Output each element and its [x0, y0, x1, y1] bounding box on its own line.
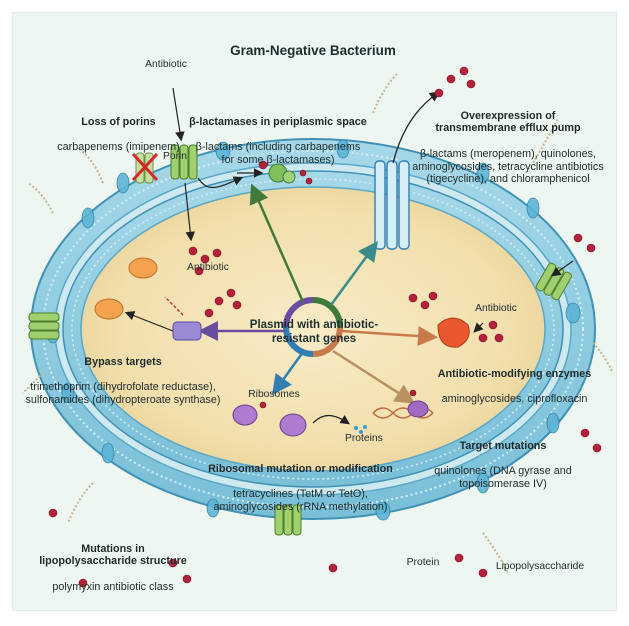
target-desc: quinolones (DNA gyrase and topoisomerase… — [434, 465, 572, 490]
bypass-target-icon — [94, 257, 202, 341]
porin-channel-left-icon — [28, 312, 60, 340]
beta-lactamases-desc: β-lactams (including carbapenems for som… — [195, 141, 361, 166]
ribosomal-title: Ribosomal mutation or modification — [208, 462, 393, 475]
label-antibiotic-modifying-enzymes: Antibiotic-modifying enzymes aminoglycos… — [427, 355, 602, 419]
bypass-desc: trimethoprim (dihydrofolate reductase), … — [25, 381, 221, 406]
enzyme-icon — [437, 317, 470, 348]
ribosome-icon — [232, 404, 307, 437]
lps-title: Mutations in lipopolysaccharide structur… — [39, 542, 187, 568]
label-loss-of-porins: Loss of porins carbapenems (imipenem) — [51, 103, 186, 167]
loss-porins-desc: carbapenems (imipenem) — [57, 141, 180, 154]
label-protein: Protein — [406, 557, 440, 568]
plasmid-ring-icon — [283, 297, 343, 357]
ribosomal-desc: tetracyclines (TetM or TetO), aminoglyco… — [213, 488, 388, 513]
efflux-desc: β-lactams (meropenem), quinolones, amino… — [412, 147, 604, 186]
bypass-title: Bypass targets — [84, 355, 162, 368]
label-lipopolysaccharide: Lipopolysaccharide — [495, 561, 585, 572]
cell-illustration — [13, 13, 616, 610]
porin-channel-icon — [170, 144, 198, 180]
beta-lactamase-icon — [268, 163, 296, 184]
label-plasmid: Plasmid with antibiotic- resistant genes — [249, 319, 379, 345]
diagram-title: Gram-Negative Bacterium — [230, 43, 396, 58]
cytoplasm — [80, 186, 546, 472]
lps-desc: polymyxin antibiotic class — [52, 580, 174, 593]
label-ribosomal-mutation: Ribosomal mutation or modification tetra… — [193, 450, 408, 526]
label-proteins: Proteins — [345, 433, 383, 444]
label-antibiotic-inner-left: Antibiotic — [187, 262, 229, 273]
label-target-mutations: Target mutations quinolones (DNA gyrase … — [418, 427, 588, 503]
label-efflux-pump: Overexpression of transmembrane efflux p… — [408, 97, 608, 199]
label-ribosomes: Ribosomes — [248, 389, 300, 400]
beta-lactamases-title: β-lactamases in periplasmic space — [189, 115, 367, 128]
efflux-title: Overexpression of transmembrane efflux p… — [435, 109, 581, 135]
efflux-pump-icon — [374, 160, 410, 250]
loss-porins-title: Loss of porins — [81, 115, 156, 128]
label-bypass-targets: Bypass targets trimethoprim (dihydrofola… — [23, 343, 223, 419]
diagram-frame: Gram-Negative Bacterium Antibiotic Loss … — [12, 12, 617, 611]
label-beta-lactamases: β-lactamases in periplasmic space β-lact… — [183, 103, 373, 179]
label-lps-mutations: Mutations in lipopolysaccharide structur… — [23, 530, 203, 606]
label-antibiotic-right: Antibiotic — [475, 303, 517, 314]
modifying-desc: aminoglycosides, ciprofloxacin — [441, 393, 588, 406]
red-x-icon — [131, 152, 159, 182]
modifying-title: Antibiotic-modifying enzymes — [437, 367, 592, 380]
label-porin: Porin — [163, 151, 188, 162]
antibiotic-molecules — [48, 66, 602, 588]
target-title: Target mutations — [459, 439, 547, 452]
label-antibiotic-top: Antibiotic — [145, 59, 187, 70]
porin-channel-bottom-icon — [274, 504, 302, 536]
